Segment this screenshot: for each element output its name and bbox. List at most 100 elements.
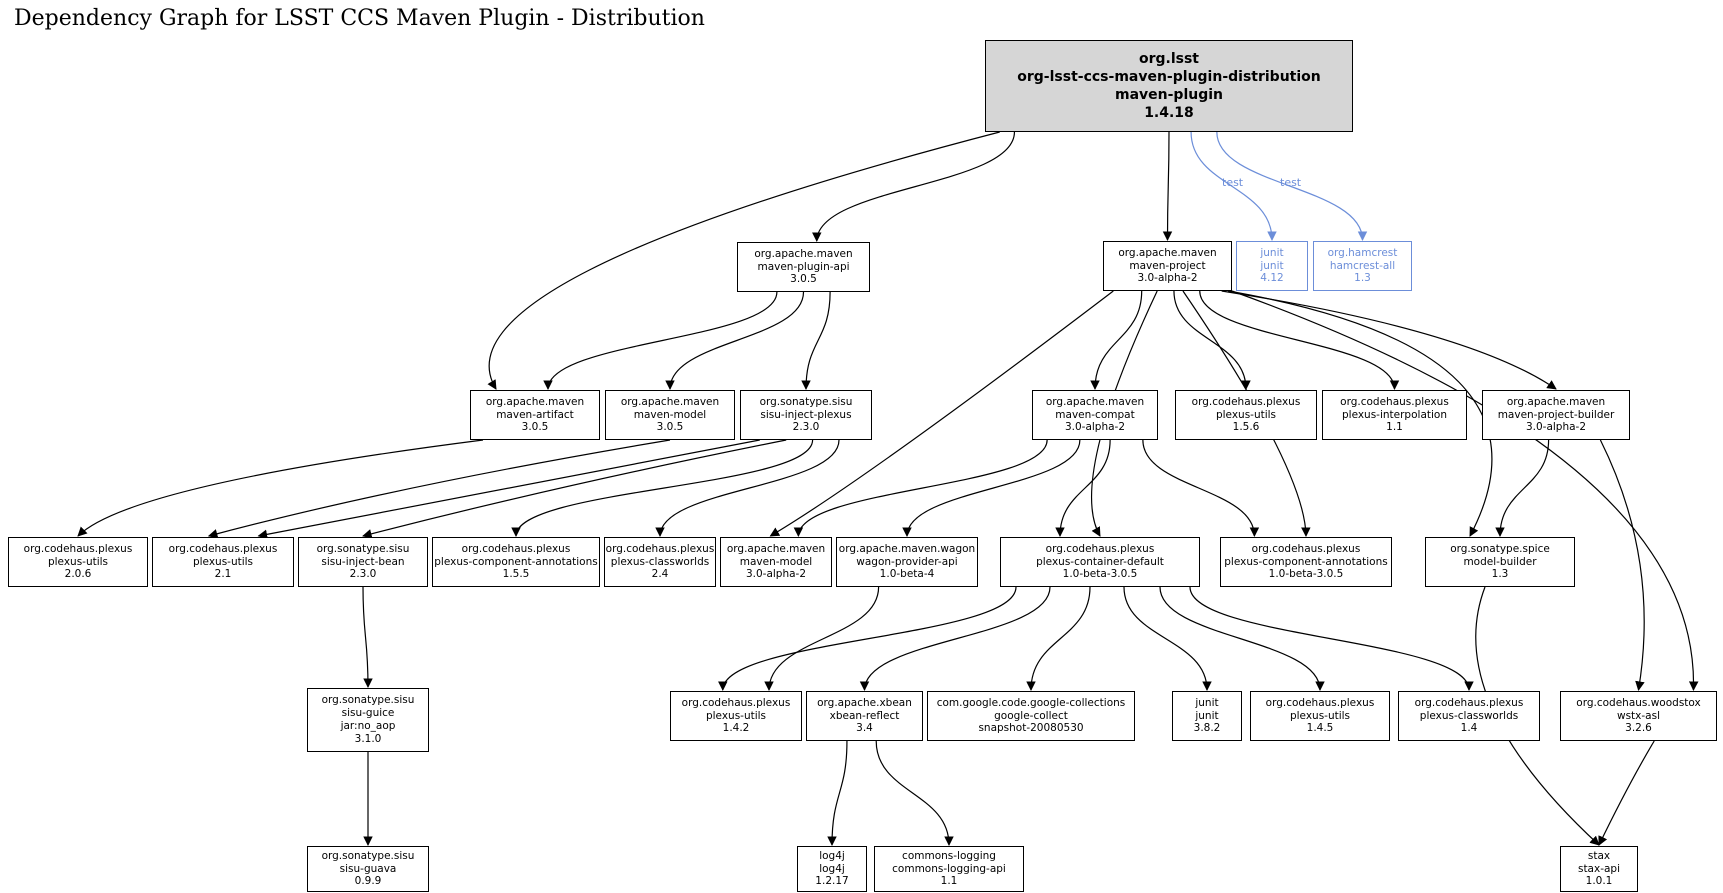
node-label-line: org.codehaus.plexus [605,542,715,555]
node-label-line: 1.1 [1386,421,1403,434]
node-label-line: 1.3 [1491,568,1509,581]
edge-plexus-container-default-to-google-collections [1026,586,1091,691]
node-label-line: org.sonatype.spice [1450,542,1550,555]
node-label-line: junit [1260,259,1284,272]
edge-sisu-inject-plexus-to-plexus-component-annotations-1-5-5 [511,439,814,537]
node-label-line: maven-plugin [1114,87,1223,103]
node-label-line: 1.4.2 [722,722,750,735]
node-label-line: org.sonatype.sisu [316,542,410,555]
node-label-line: 2.1 [214,568,232,581]
node-label-line: 1.0-beta-4 [879,568,935,581]
node-label-line: org.sonatype.sisu [321,849,415,862]
edge-maven-compat-to-plexus-container-default [1055,439,1111,537]
node-label-line: 1.5.5 [502,568,530,581]
node-label-line: log4j [819,849,845,862]
edge-wagon-provider-api-to-plexus-utils-1-4-2 [764,586,880,691]
node-label-line: plexus-classworlds [610,555,710,568]
edge-root-to-junit-4-12 [1190,131,1277,241]
edge-maven-project-builder-to-wstx-asl [1599,439,1645,691]
node-label-line: com.google.code.google-collections [936,696,1126,709]
node-label-line: maven-model [633,408,707,421]
node-label-line: org.codehaus.plexus [681,696,791,709]
edge-maven-project-to-maven-compat [1090,290,1143,390]
node-label-line: junit [1195,696,1219,709]
node-label-line: org.apache.maven.wagon [838,542,976,555]
graph-title: Dependency Graph for LSST CCS Maven Plug… [14,6,705,31]
node-label-line: 3.0-alpha-2 [1525,421,1587,434]
node-label-line: org.codehaus.plexus [23,542,133,555]
node-label-line: org.codehaus.plexus [1265,696,1375,709]
edge-maven-project-builder-to-model-builder [1495,439,1550,537]
node-label-line: 3.4 [856,722,873,735]
node-label-line: 3.0.5 [521,421,549,434]
node-label-line: junit [1195,709,1219,722]
edge-root-to-maven-artifact [487,131,1000,390]
edge-wstx-asl-to-stax-api [1598,740,1655,846]
edge-maven-project-to-maven-model-3-0-alpha-2 [769,290,1114,537]
node-label-line: org.apache.maven [1506,395,1606,408]
edge-maven-compat-to-plexus-component-annotations-1-0-beta [1142,439,1260,537]
node-label-line: sisu-inject-plexus [760,408,852,421]
node-label-line: 3.0-alpha-2 [1064,421,1126,434]
edge-maven-compat-to-wagon-provider-api [902,439,1081,537]
edge-root-to-hamcrest-all [1216,131,1368,241]
node-label-line: maven-project-builder [1497,408,1615,421]
node-label-line: plexus-utils [1215,408,1277,421]
node-label-line: 2.0.6 [64,568,92,581]
node-label-line: wagon-provider-api [856,555,958,568]
node-label-line: log4j [819,862,845,875]
node-label-line: plexus-interpolation [1341,408,1447,421]
node-label-line: org.lsst [1138,50,1200,67]
node-label-line: 1.0.1 [1585,875,1613,888]
edge-xbean-reflect-to-commons-logging [875,740,954,846]
node-label-line: commons-logging [902,849,996,862]
edge-plexus-container-default-to-plexus-utils-1-4-2 [718,586,1017,691]
node-label-line: plexus-component-annotations [1224,555,1388,568]
node-label-line: org.codehaus.plexus [1045,542,1155,555]
edge-scope-label: test [1222,176,1244,189]
node-label-line: plexus-utils [192,555,254,568]
node-label-line: maven-compat [1055,408,1135,421]
node-label-line: org.sonatype.sisu [759,395,853,408]
edge-plexus-container-default-to-junit-3-8-2 [1123,586,1212,691]
node-label-line: 0.9.9 [354,875,382,888]
node-label-line: org.codehaus.plexus [1251,542,1361,555]
edge-sisu-inject-bean-to-sisu-guice [362,586,373,688]
node-label-line: snapshot-20080530 [978,722,1084,735]
edge-xbean-reflect-to-log4j [827,740,848,846]
edge-maven-model-3-0-5-to-plexus-utils-2-1 [207,439,671,539]
node-label-line: org.sonatype.sisu [321,694,415,707]
edge-maven-project-to-plexus-utils-1-5-6 [1173,290,1251,390]
node-label-line: xbean-reflect [829,709,900,722]
node-label-line: stax-api [1577,862,1621,875]
node-label-line: maven-model [739,555,813,568]
node-label-line: org.codehaus.woodstox [1576,696,1701,709]
node-label-line: sisu-inject-bean [321,555,405,568]
node-label-line: 3.0.5 [790,273,817,286]
node-label-line: maven-artifact [496,408,574,421]
node-label-line: 4.12 [1260,272,1284,285]
node-label-line: plexus-classworlds [1419,709,1519,722]
edge-maven-project-to-maven-project-builder [1221,290,1557,390]
node-label-line: maven-project [1129,259,1206,272]
